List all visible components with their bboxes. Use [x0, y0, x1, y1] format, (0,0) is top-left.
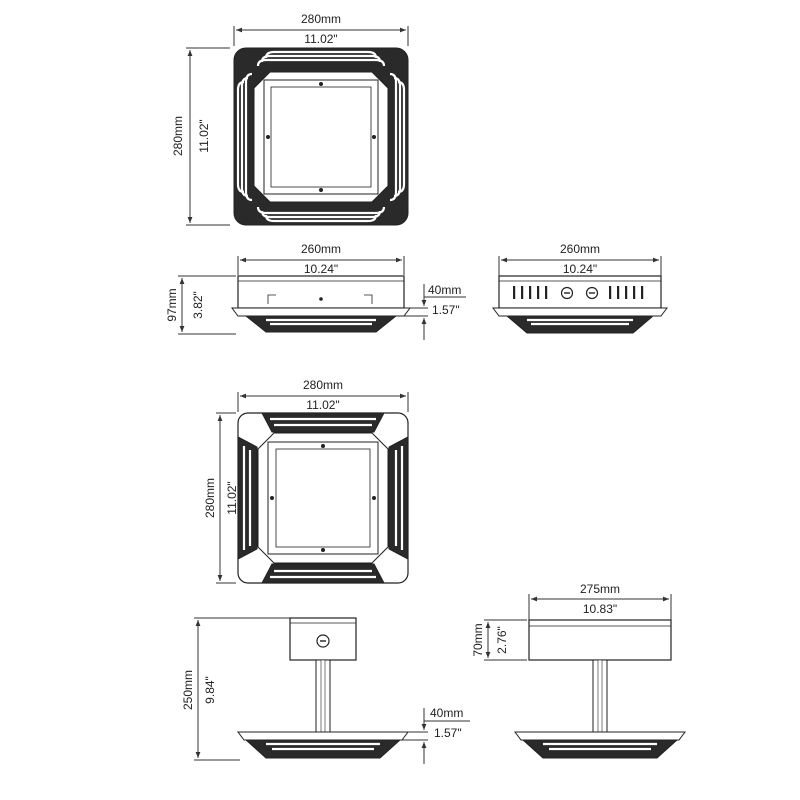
top-view-2: 280mm 11.02" 280mm 11.02" [203, 378, 409, 584]
dim-width-mm: 280mm [301, 12, 341, 26]
dim-lip-in: 1.57" [432, 303, 460, 317]
side-view-2: 260mm 10.24" [492, 242, 668, 334]
pendant-view-2: 275mm 10.83" 70mm 2.76" [471, 582, 686, 759]
dim-width-mm: 280mm [303, 378, 343, 392]
dim-width-in: 10.24" [563, 262, 597, 276]
dim-width-in: 10.83" [583, 602, 617, 616]
dim-height-in: 3.82" [191, 291, 205, 319]
dim-width-mm: 260mm [560, 242, 600, 256]
dim-height-in: 11.02" [197, 119, 211, 152]
dim-height-mm: 280mm [171, 116, 185, 156]
dim-height-mm: 70mm [471, 623, 485, 656]
dim-width-in: 10.24" [304, 262, 338, 276]
dim-lip-in: 1.57" [434, 726, 462, 740]
dim-width-in: 11.02" [306, 398, 339, 412]
side-view-1: 260mm 10.24" 97mm 3.82" 40mm 1.57" [165, 242, 466, 340]
dim-height-mm: 250mm [181, 670, 195, 710]
dim-width-mm: 275mm [580, 582, 620, 596]
dim-lip-mm: 40mm [430, 706, 463, 720]
dim-height-in: 9.84" [203, 676, 217, 704]
dim-height-mm: 97mm [165, 288, 179, 321]
dim-height-mm: 280mm [203, 478, 217, 518]
top-view-1: 280mm 11.02" 280mm 11.02" [171, 12, 409, 226]
dim-height-in: 11.02" [225, 481, 239, 514]
dim-lip-mm: 40mm [428, 283, 461, 297]
dim-width-mm: 260mm [301, 242, 341, 256]
pendant-view-1: 250mm 9.84" 40mm 1.57" [181, 617, 470, 764]
dim-width-in: 11.02" [304, 32, 337, 46]
dim-height-in: 2.76" [495, 626, 509, 654]
